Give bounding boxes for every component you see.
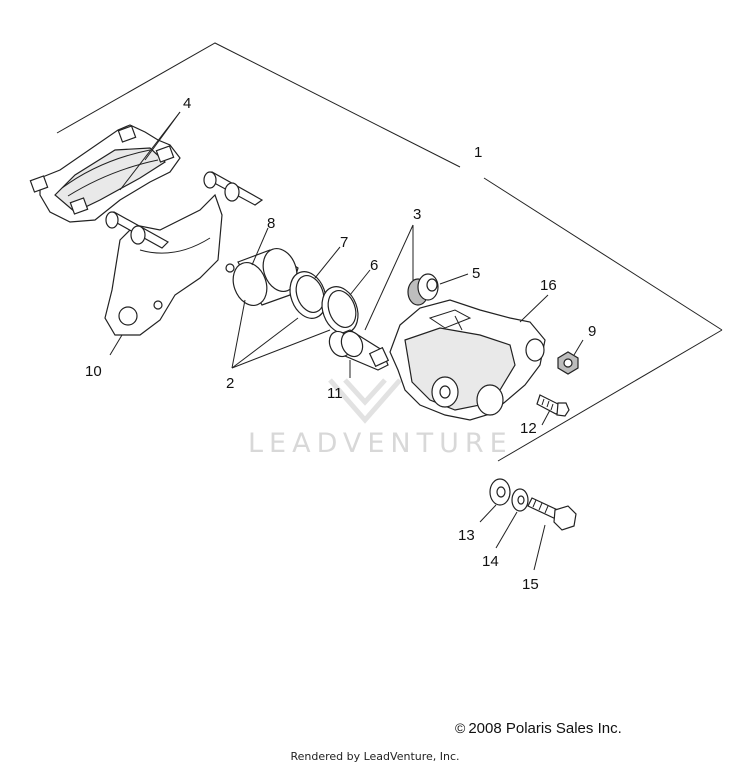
caliper-body[interactable] <box>389 299 546 421</box>
bleeder-nut[interactable] <box>557 351 579 375</box>
slide-pin[interactable] <box>325 328 390 371</box>
watermark: LEADVENTURE <box>248 378 513 459</box>
callout-2: 2 <box>226 375 234 392</box>
callout-11: 11 <box>327 385 343 402</box>
mounting-bolt[interactable] <box>527 497 577 531</box>
brake-pad-set[interactable] <box>29 124 181 223</box>
piston-seal[interactable] <box>284 267 332 324</box>
callout-12: 12 <box>520 420 537 437</box>
assembly-outline <box>56 42 723 462</box>
render-footer: Rendered by LeadVenture, Inc. <box>290 750 460 763</box>
pin-boot[interactable] <box>407 273 439 306</box>
callout-8: 8 <box>267 215 275 232</box>
copyright-symbol: © <box>455 720 466 736</box>
watermark-text: LEADVENTURE <box>248 428 513 459</box>
callout-7: 7 <box>340 234 348 251</box>
callout-5: 5 <box>472 265 480 282</box>
callout-14: 14 <box>482 553 499 570</box>
callout-3: 3 <box>413 206 421 223</box>
callout-4: 4 <box>183 95 191 112</box>
leader-lines <box>109 111 584 571</box>
callout-10: 10 <box>85 363 102 380</box>
caliper-bracket[interactable] <box>104 171 264 336</box>
copyright-notice: ©2008 Polaris Sales Inc. <box>455 720 622 737</box>
callout-9: 9 <box>588 323 596 340</box>
washer-small[interactable] <box>511 488 529 512</box>
bleeder-screw[interactable] <box>536 394 570 417</box>
callout-16: 16 <box>540 277 557 294</box>
callout-13: 13 <box>458 527 475 544</box>
callouts: 1 2 3 4 5 6 7 8 9 10 11 12 13 14 15 16 <box>85 95 596 593</box>
callout-1: 1 <box>474 144 482 161</box>
copyright-text: 2008 Polaris Sales Inc. <box>468 720 622 737</box>
washer-large[interactable] <box>489 478 511 506</box>
dust-seal[interactable] <box>316 282 364 339</box>
callout-6: 6 <box>370 257 378 274</box>
callout-15: 15 <box>522 576 539 593</box>
